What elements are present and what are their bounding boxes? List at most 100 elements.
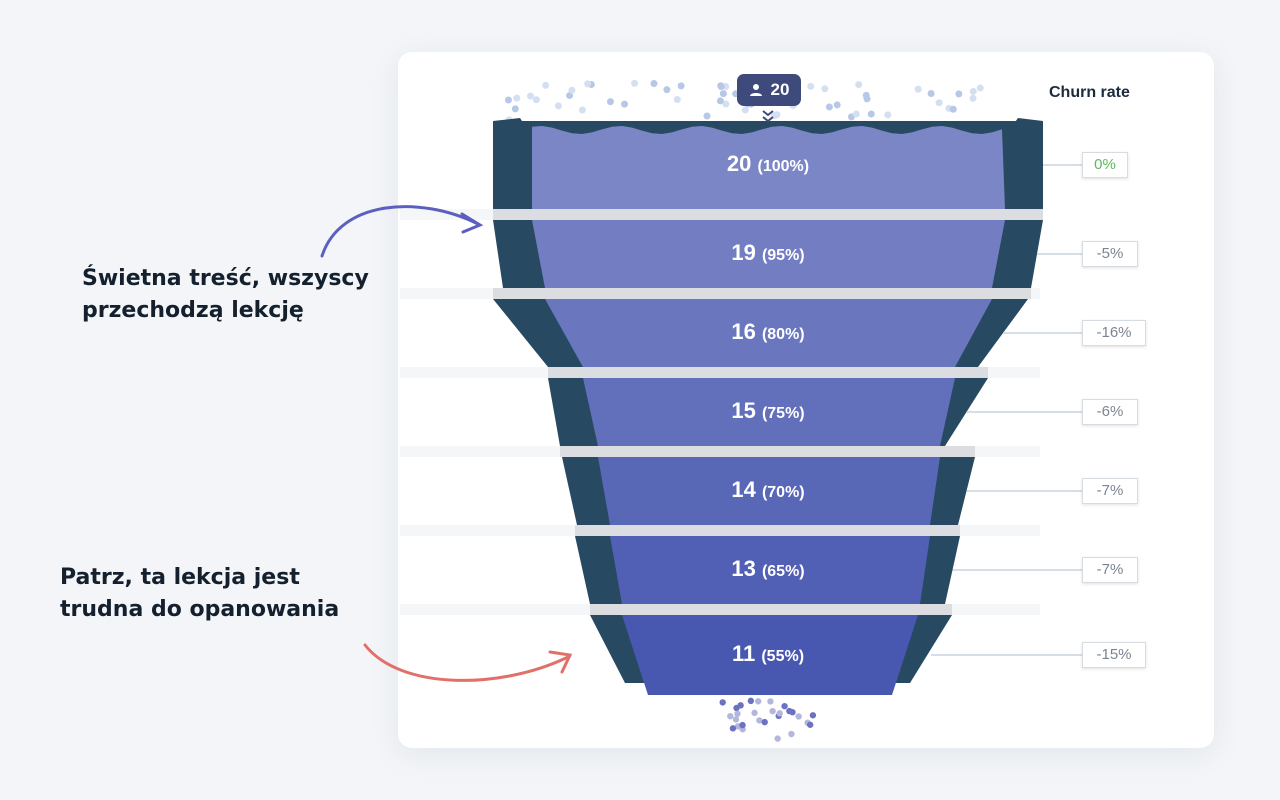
particle-dot (969, 94, 977, 102)
particle-dot (786, 707, 793, 715)
particle-dot (734, 710, 741, 717)
particle-dot (513, 94, 521, 102)
particle-dot (927, 89, 935, 97)
particle-dot (747, 697, 755, 705)
particle-dot (769, 707, 776, 715)
particle-dot (807, 82, 815, 90)
bottom-annotation: Patrz, ta lekcja jest trudna do opanowan… (60, 562, 339, 626)
particle-dot (755, 698, 762, 705)
particle-dot (716, 97, 724, 105)
particle-dot (751, 709, 758, 717)
particle-dot (729, 725, 737, 732)
particle-dot (504, 96, 512, 104)
particle-dot (722, 100, 730, 108)
stage-separator (493, 209, 1043, 220)
particle-dot (650, 79, 658, 87)
annotation-arrow-top (320, 205, 480, 258)
entry-badge: 20 (737, 74, 801, 106)
annotation-arrow-bottom (363, 643, 570, 682)
funnel-stage-bar (583, 378, 955, 446)
particle-dot (727, 712, 734, 720)
stage-count: 14 (731, 477, 762, 502)
funnel-stage-bar (532, 126, 1005, 209)
stage-label: 16 (80%) (618, 319, 918, 345)
particle-dot (776, 710, 783, 717)
particle-dot (788, 730, 795, 738)
particle-dot (806, 721, 814, 728)
stage-percent: (55%) (761, 648, 805, 665)
particle-dot (663, 86, 671, 94)
stage-count: 19 (731, 240, 762, 265)
churn-rate-title: Churn rate (1049, 84, 1130, 101)
particle-dot (584, 80, 592, 88)
user-icon (749, 84, 762, 96)
particle-dot (673, 96, 681, 104)
stage-label: 11 (55%) (618, 641, 918, 667)
particle-dot (976, 84, 984, 92)
churn-rate-value: -6% (1082, 399, 1138, 425)
particle-dot (732, 716, 740, 723)
particle-dot (781, 702, 788, 710)
top-annotation-line: przechodzą lekcję (82, 298, 304, 323)
top-annotation: Świetna treść, wszyscy przechodzą lekcję (82, 263, 369, 327)
particle-dot (809, 712, 817, 719)
stage-label: 19 (95%) (618, 240, 918, 266)
particle-dot (554, 102, 562, 110)
stage-percent: (100%) (757, 158, 810, 175)
funnel-stage-bar (598, 457, 940, 525)
particle-dot (773, 111, 781, 119)
particle-dot (717, 82, 725, 90)
particle-dot (914, 85, 922, 93)
funnel-stage-bar (532, 220, 1005, 288)
stage-label: 13 (65%) (618, 556, 918, 582)
stage-separator (493, 288, 1031, 299)
particle-dot (949, 105, 957, 113)
particle-dot (884, 111, 892, 119)
funnel-stage-bar (610, 536, 930, 604)
particle-dot (955, 90, 963, 98)
stage-count: 16 (731, 319, 762, 344)
particle-dot (527, 92, 535, 100)
churn-rate-value: 0% (1082, 152, 1128, 178)
particle-dot (719, 90, 727, 98)
particle-dot (767, 698, 774, 705)
stage-count: 20 (726, 151, 758, 176)
particle-dot (852, 110, 860, 118)
particle-dot (703, 112, 711, 120)
arrow-head-icon (460, 212, 484, 234)
stage-percent: (95%) (761, 247, 805, 264)
particle-dot (566, 92, 574, 100)
stage-percent: (75%) (761, 405, 805, 422)
stage-label: 14 (70%) (618, 477, 918, 503)
chevron-down-icon (762, 110, 774, 123)
stage-separator (560, 446, 975, 457)
particle-dot (631, 79, 639, 87)
particle-dot (863, 95, 871, 103)
stage-percent: (70%) (761, 484, 805, 501)
particle-dot (795, 713, 802, 720)
particle-dot (677, 82, 685, 90)
particle-dot (756, 717, 763, 724)
particle-dot (761, 718, 768, 726)
particle-dot (821, 85, 829, 93)
particle-dot (532, 96, 540, 104)
particle-dot (542, 81, 550, 89)
bottom-annotation-line: trudna do opanowania (60, 597, 340, 622)
particle-dot (855, 81, 863, 89)
stage-separator (590, 604, 952, 615)
particle-dot (739, 721, 746, 729)
stage-separator (575, 525, 960, 536)
particle-dot (606, 98, 614, 106)
churn-rate-value: -7% (1082, 557, 1138, 583)
stage-percent: (65%) (761, 563, 805, 580)
particle-dot (621, 100, 629, 108)
particle-dot (935, 99, 943, 107)
particle-dot (867, 110, 875, 118)
particle-dot (969, 87, 977, 95)
particle-dot (774, 735, 781, 742)
stage-percent: (80%) (761, 326, 805, 343)
entry-count: 20 (770, 80, 790, 99)
particle-dot (568, 86, 576, 94)
stage-count: 15 (731, 398, 762, 423)
